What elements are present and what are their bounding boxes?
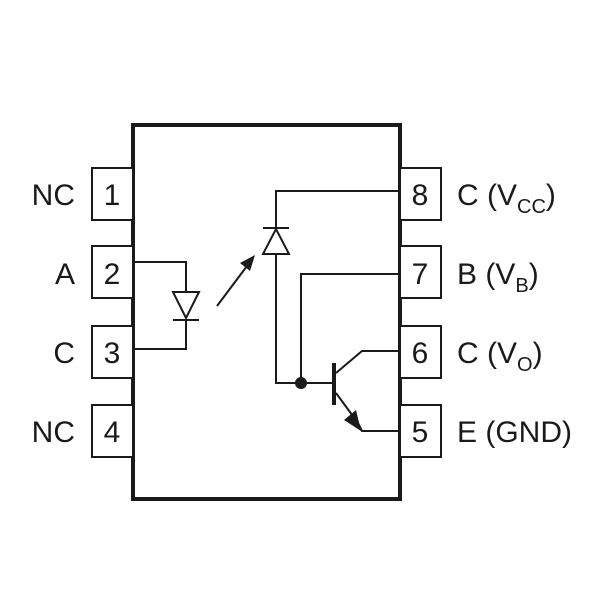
pin-3-label: C [53, 337, 75, 370]
pin-7-label-sub: B [515, 275, 528, 297]
pin-1-box [91, 167, 134, 221]
pin-7-box [399, 245, 442, 299]
pin-7-number: 7 [412, 258, 429, 291]
pin-7-label: B (VB) [457, 258, 539, 297]
collector-wire [335, 350, 400, 374]
light-arrow-icon [216, 265, 248, 307]
pin-1-number: 1 [104, 179, 121, 212]
pin-5-number: 5 [412, 416, 429, 449]
led-anode-wire [133, 261, 187, 292]
pin-5-label: E (GND) [457, 416, 572, 449]
pin-7-label-end: ) [529, 258, 539, 291]
pin-8-box [399, 167, 442, 221]
pin-3-number: 3 [104, 337, 121, 370]
pin-3-box [91, 325, 134, 379]
pin-8-wire [275, 190, 400, 228]
pin-6-box [399, 325, 442, 379]
pin-4-label: NC [32, 416, 75, 449]
pin-2-box [91, 245, 134, 299]
pin-6-number: 6 [412, 337, 429, 370]
pin-8-label-sub: CC [517, 196, 546, 218]
pin-6-label: C (VO) [457, 337, 543, 376]
pin-4-number: 4 [104, 416, 121, 449]
pin-6-label-sub: O [517, 354, 533, 376]
package-body [131, 123, 402, 501]
pin-4-box [91, 404, 134, 458]
photodiode-base-wire [275, 254, 301, 384]
pin-8-label: C (VCC) [457, 179, 556, 218]
emitter-arrow-icon [344, 410, 361, 431]
pin-2-label: A [55, 258, 75, 291]
led-icon [171, 291, 201, 321]
led-cathode-wire [133, 320, 187, 350]
pin-1-label: NC [32, 179, 75, 212]
pin-7-wire [300, 273, 400, 383]
pin-7-label-main: B (V [457, 258, 515, 291]
light-arrowhead-icon [240, 255, 255, 271]
pin-8-label-main: C (V [457, 179, 517, 212]
pin-2-number: 2 [104, 258, 121, 291]
emitter-to-pin-5-wire [357, 422, 400, 432]
pin-6-label-main: C (V [457, 337, 517, 370]
pin-8-label-end: ) [546, 179, 556, 212]
pin-8-number: 8 [412, 179, 429, 212]
pin-6-label-end: ) [533, 337, 543, 370]
